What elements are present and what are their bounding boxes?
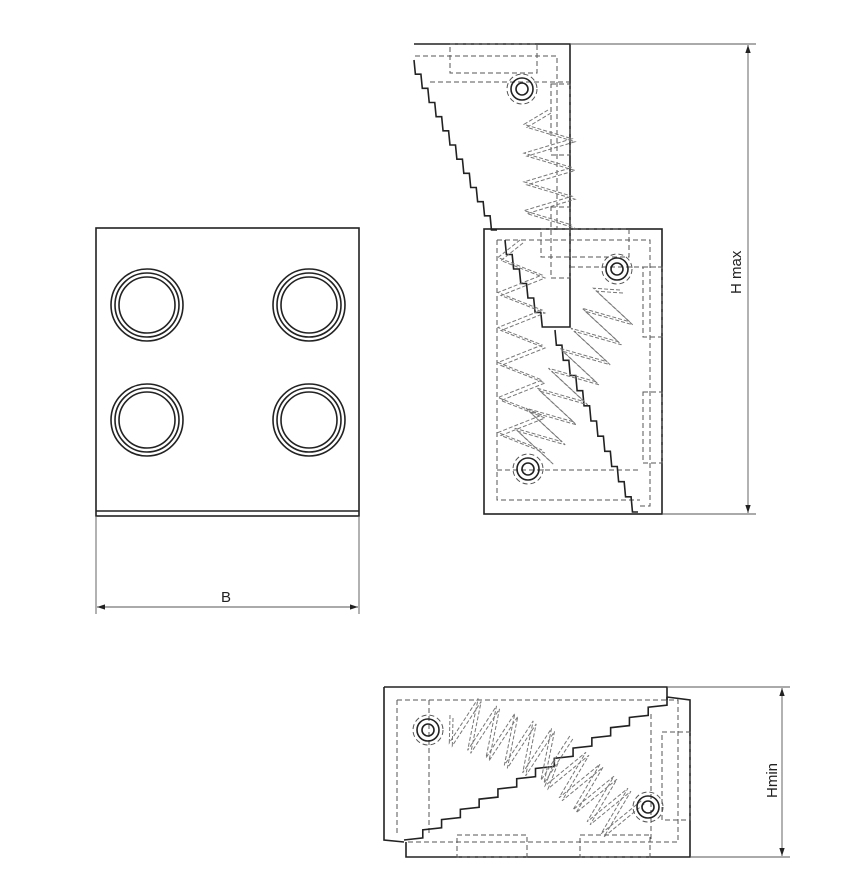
bolt-head [510, 77, 534, 101]
bolt-clearance [601, 253, 633, 285]
label-h-max: H max [728, 250, 745, 294]
spring [543, 751, 643, 835]
hole-inner-ring [118, 276, 176, 334]
bolt-head [605, 257, 629, 281]
hole-inner-ring [280, 391, 338, 449]
spring [448, 698, 571, 781]
lower-block-outline [483, 228, 663, 515]
hole-middle-ring [114, 387, 180, 453]
hole-middle-ring [276, 387, 342, 453]
spring [525, 112, 577, 229]
spring [522, 109, 574, 226]
spring [451, 701, 574, 784]
front-view [95, 227, 360, 517]
bolt-hole [521, 462, 535, 476]
hole-inner-ring [118, 391, 176, 449]
hole-middle-ring [114, 272, 180, 338]
side-view-collapsed [383, 686, 691, 858]
dimension-h-max: H max [570, 43, 756, 515]
hole-inner-ring [280, 276, 338, 334]
bolt-hole [421, 723, 435, 737]
bolt-clearance [512, 453, 544, 485]
hole-outer-ring [272, 268, 346, 342]
sawtooth-teeth [554, 329, 638, 513]
bolt-head [516, 457, 540, 481]
bolt-hole [610, 262, 624, 276]
upper-block-outline [414, 43, 571, 328]
bolt-hole [641, 800, 655, 814]
bolt-head [416, 718, 440, 742]
label-b: B [221, 589, 231, 606]
spring [499, 242, 547, 454]
dimension-h-min: Hmin [667, 686, 790, 858]
bolt-clearance [506, 73, 538, 105]
bolt-hole [515, 82, 529, 96]
sawtooth-teeth [413, 59, 497, 231]
hole-outer-ring [110, 268, 184, 342]
spring [496, 239, 544, 451]
upper-part-outline [383, 686, 668, 843]
dimension-b: B [95, 516, 360, 614]
spring [517, 290, 634, 466]
bolt-head [636, 795, 660, 819]
hole-outer-ring [272, 383, 346, 457]
label-h-min: Hmin [764, 763, 781, 798]
hole-middle-ring [276, 272, 342, 338]
sawtooth-teeth [504, 239, 548, 328]
spring [546, 754, 646, 838]
sawtooth-teeth [403, 697, 668, 841]
bolt-clearance [632, 791, 664, 823]
side-view-extended [413, 43, 663, 515]
front-block-outline [95, 227, 360, 517]
mounting-holes [110, 268, 346, 457]
hole-outer-ring [110, 383, 184, 457]
bolt-clearance [412, 714, 444, 746]
